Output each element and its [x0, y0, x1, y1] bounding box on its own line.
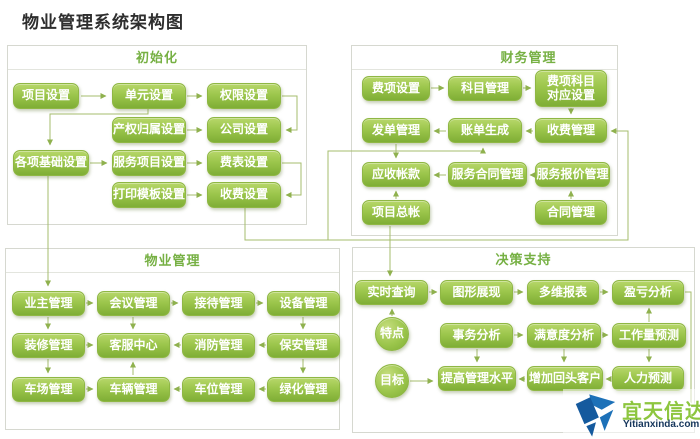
node-repeat-customers: 增加回头客户	[527, 366, 603, 391]
section-title-init: 初始化	[8, 46, 306, 70]
node-graph-display: 图形展现	[440, 280, 513, 305]
node-greening-mgmt: 绿化管理	[267, 377, 340, 402]
node-feature: 特点	[375, 317, 409, 351]
node-service-quote-mgmt: 服务报价管理	[535, 162, 610, 187]
node-charge-setup: 收费设置	[207, 182, 281, 208]
node-permission-setup: 权限设置	[207, 83, 281, 109]
node-fire-mgmt: 消防管理	[182, 333, 255, 358]
node-manpower-forecast: 人力预测	[612, 366, 684, 391]
node-parking-space-mgmt: 车位管理	[182, 377, 255, 402]
node-fee-subject-mapping: 费项科目 对应设置	[535, 70, 607, 107]
node-bill-generation: 账单生成	[448, 118, 522, 143]
node-fee-item-setup: 费项设置	[362, 76, 430, 101]
section-title-decision: 决策支持	[353, 248, 694, 272]
page-title: 物业管理系统架构图	[22, 13, 184, 32]
node-unit-setup: 单元设置	[112, 83, 186, 109]
node-charge-mgmt: 收费管理	[535, 118, 607, 143]
node-service-center: 客服中心	[97, 333, 170, 358]
node-transaction-analysis: 事务分析	[440, 323, 513, 348]
node-reception-mgmt: 接待管理	[182, 291, 255, 316]
node-company-setup: 公司设置	[207, 117, 281, 143]
node-fee-table-setup: 费表设置	[207, 150, 281, 176]
node-multidim-report: 多维报表	[527, 280, 599, 305]
node-realtime-query: 实时查询	[355, 280, 428, 305]
watermark-domain-text: Yitianxinda.com	[623, 419, 700, 430]
node-vehicle-mgmt: 车辆管理	[97, 377, 170, 402]
node-service-contract-mgmt: 服务合同管理	[448, 162, 527, 187]
section-title-property: 物业管理	[6, 249, 339, 273]
watermark-logo-icon	[575, 394, 616, 437]
node-project-setup: 项目设置	[13, 83, 79, 109]
node-print-template-setup: 打印模板设置	[112, 182, 186, 208]
node-subject-mgmt: 科目管理	[448, 76, 522, 101]
node-owner-mgmt: 业主管理	[12, 291, 85, 316]
section-title-finance: 财务管理	[352, 46, 617, 70]
node-ownership-setup: 产权归属设置	[112, 117, 186, 143]
node-security-mgmt: 保安管理	[267, 333, 340, 358]
watermark-brand-text: 宜天信达	[622, 401, 700, 423]
node-service-item-setup: 服务项目设置	[112, 150, 186, 176]
node-parking-lot-mgmt: 车场管理	[12, 377, 85, 402]
node-workload-forecast: 工作量预测	[612, 323, 686, 348]
node-receivables: 应收帐款	[362, 162, 430, 187]
node-improve-mgmt: 提高管理水平	[438, 366, 516, 391]
node-profit-analysis: 盈亏分析	[612, 280, 684, 305]
node-basic-setup: 各项基础设置	[13, 150, 89, 176]
node-equipment-mgmt: 设备管理	[267, 291, 340, 316]
node-decoration-mgmt: 装修管理	[12, 333, 85, 358]
node-goal: 目标	[375, 364, 409, 398]
node-invoice-mgmt: 发单管理	[362, 118, 430, 143]
node-meeting-mgmt: 会议管理	[97, 291, 170, 316]
node-project-ledger: 项目总帐	[362, 200, 430, 225]
node-contract-mgmt: 合同管理	[535, 200, 607, 225]
node-satisfaction-analysis: 满意度分析	[527, 323, 601, 348]
